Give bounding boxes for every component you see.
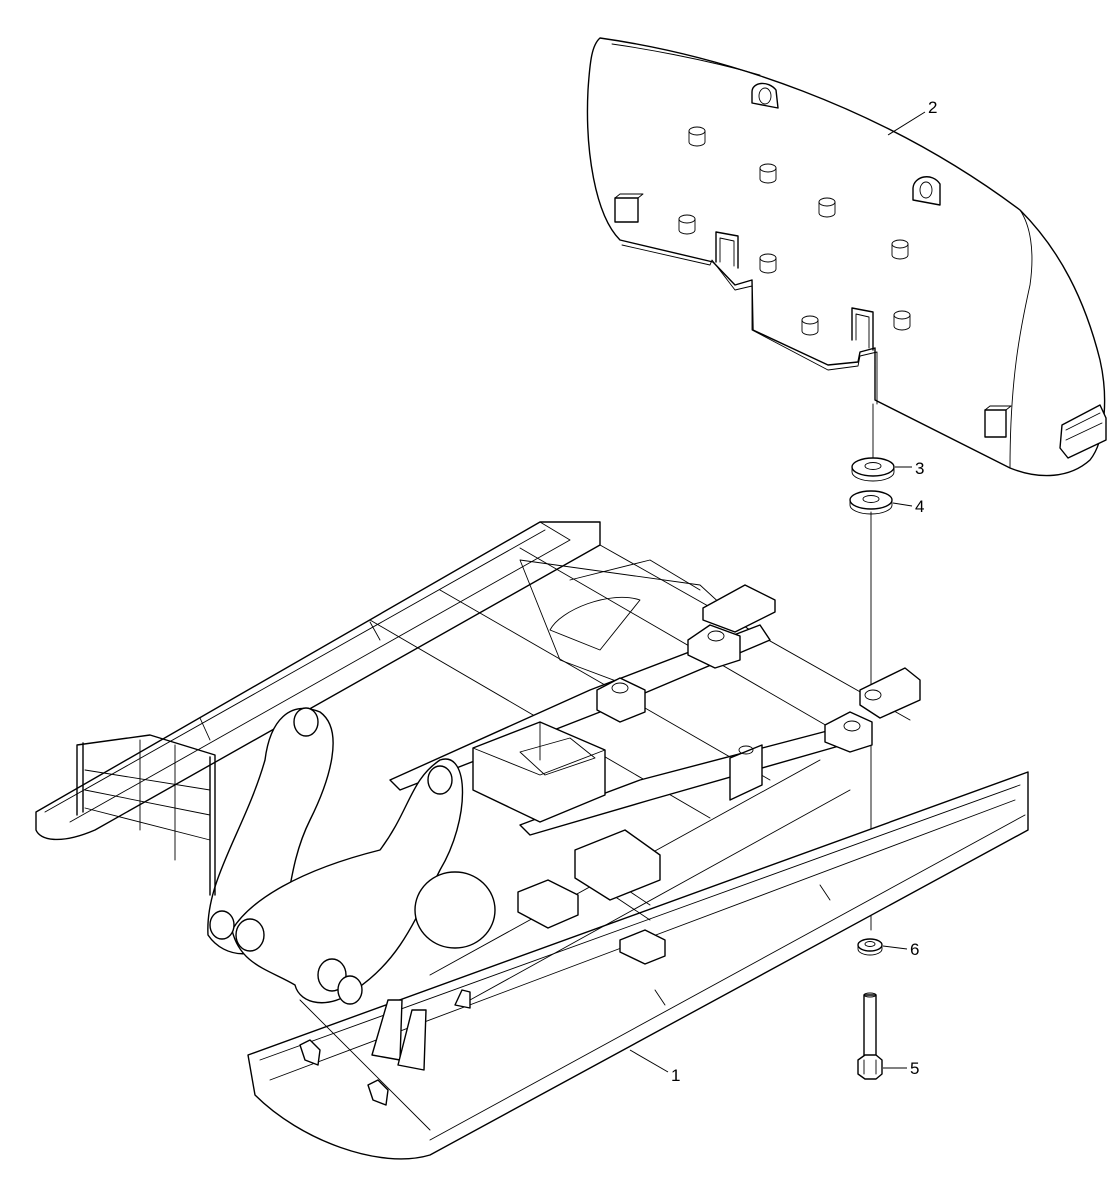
callout-3: 3 — [895, 459, 924, 478]
callout-1: 1 — [629, 1049, 680, 1085]
washer-6 — [857, 938, 883, 956]
callout-label-5: 5 — [910, 1059, 919, 1078]
counterweight — [586, 37, 1107, 477]
washer-3 — [851, 457, 895, 482]
bolt-5 — [857, 992, 883, 1080]
washer-4 — [849, 490, 893, 515]
callout-5: 5 — [883, 1059, 919, 1078]
callout-label-1: 1 — [671, 1066, 680, 1085]
callout-6: 6 — [882, 940, 919, 959]
callout-4: 4 — [892, 497, 924, 516]
callout-label-6: 6 — [910, 940, 919, 959]
main-frame — [35, 521, 1029, 1160]
callout-label-3: 3 — [915, 459, 924, 478]
callout-label-4: 4 — [915, 497, 924, 516]
callout-2: 2 — [887, 98, 937, 136]
callout-label-2: 2 — [928, 98, 937, 117]
